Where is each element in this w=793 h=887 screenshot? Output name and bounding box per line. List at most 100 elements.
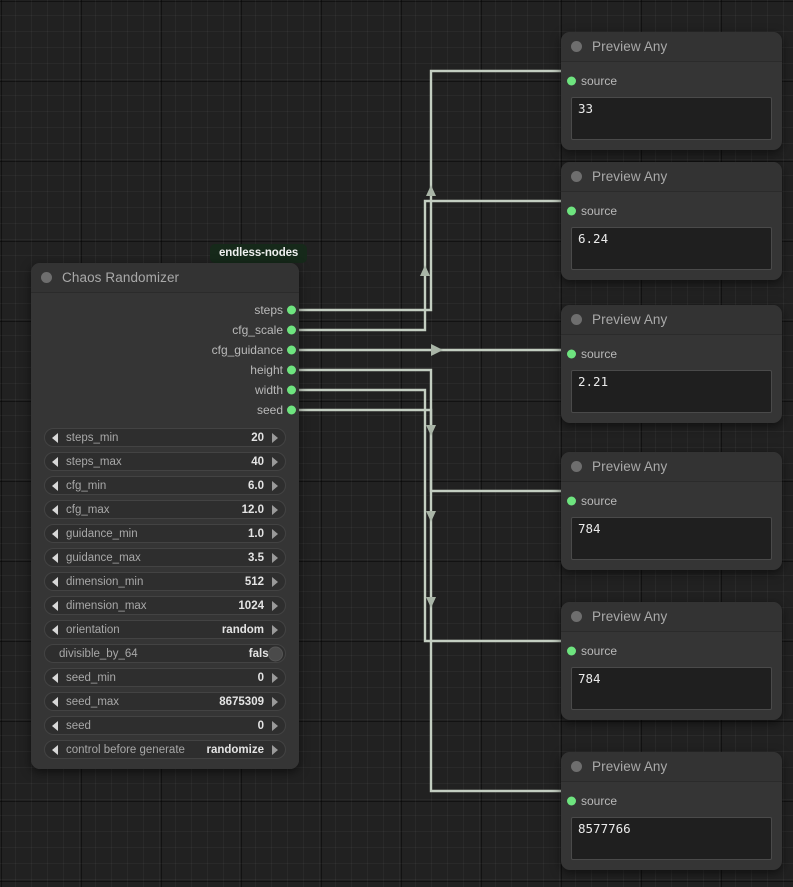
input-slot-source[interactable]: source: [561, 344, 782, 364]
node-header[interactable]: Preview Any: [561, 162, 782, 192]
slot-dot-icon[interactable]: [567, 496, 576, 506]
output-slot-steps[interactable]: steps: [31, 300, 299, 320]
increment-arrow-icon[interactable]: [272, 432, 278, 443]
slot-dot-icon[interactable]: [567, 206, 576, 216]
input-slot-source[interactable]: source: [561, 491, 782, 511]
widget-steps-min[interactable]: steps_min 20: [44, 428, 286, 447]
decrement-arrow-icon[interactable]: [52, 528, 58, 539]
widget-value[interactable]: 1024: [238, 599, 264, 612]
widget-value[interactable]: 512: [244, 575, 264, 588]
increment-arrow-icon[interactable]: [272, 552, 278, 563]
widget-orientation[interactable]: orientation random: [44, 620, 286, 639]
widget-steps-max[interactable]: steps_max 40: [44, 452, 286, 471]
slot-dot-icon[interactable]: [287, 405, 296, 415]
input-slot-source[interactable]: source: [561, 71, 782, 91]
slot-dot-icon[interactable]: [287, 365, 296, 375]
node-header[interactable]: Preview Any: [561, 752, 782, 782]
slot-dot-icon[interactable]: [567, 76, 576, 86]
widget-dimension-max[interactable]: dimension_max 1024: [44, 596, 286, 615]
decrement-arrow-icon[interactable]: [52, 504, 58, 515]
widget-value[interactable]: 8675309: [219, 695, 264, 708]
increment-arrow-icon[interactable]: [272, 696, 278, 707]
decrement-arrow-icon[interactable]: [52, 672, 58, 683]
node-preview-any-1[interactable]: Preview Any source 33: [561, 32, 782, 150]
collapse-dot-icon[interactable]: [571, 461, 582, 472]
previous-option-arrow-icon[interactable]: [52, 744, 58, 755]
increment-arrow-icon[interactable]: [272, 480, 278, 491]
node-preview-any-5[interactable]: Preview Any source 784: [561, 602, 782, 720]
widget-cfg-min[interactable]: cfg_min 6.0: [44, 476, 286, 495]
decrement-arrow-icon[interactable]: [52, 576, 58, 587]
widget-cfg-max[interactable]: cfg_max 12.0: [44, 500, 286, 519]
increment-arrow-icon[interactable]: [272, 720, 278, 731]
node-preview-any-2[interactable]: Preview Any source 6.24: [561, 162, 782, 280]
increment-arrow-icon[interactable]: [272, 672, 278, 683]
input-slot-source[interactable]: source: [561, 791, 782, 811]
widget-control-before-generate[interactable]: control before generate randomize: [44, 740, 286, 759]
widget-value[interactable]: random: [221, 623, 264, 636]
collapse-dot-icon[interactable]: [571, 171, 582, 182]
widget-divisible-by-64[interactable]: divisible_by_64 false: [44, 644, 286, 663]
widget-value[interactable]: randomize: [206, 743, 264, 756]
increment-arrow-icon[interactable]: [272, 600, 278, 611]
increment-arrow-icon[interactable]: [272, 504, 278, 515]
output-slot-seed[interactable]: seed: [31, 400, 299, 420]
slot-dot-icon[interactable]: [287, 385, 296, 395]
slot-dot-icon[interactable]: [287, 325, 296, 335]
widget-value[interactable]: 0: [257, 719, 264, 732]
slot-dot-icon[interactable]: [287, 305, 296, 315]
node-preview-any-3[interactable]: Preview Any source 2.21: [561, 305, 782, 423]
node-header[interactable]: Preview Any: [561, 32, 782, 62]
widget-dimension-min[interactable]: dimension_min 512: [44, 572, 286, 591]
slot-dot-icon[interactable]: [287, 345, 296, 355]
node-header[interactable]: Preview Any: [561, 452, 782, 482]
decrement-arrow-icon[interactable]: [52, 600, 58, 611]
node-preview-any-4[interactable]: Preview Any source 784: [561, 452, 782, 570]
decrement-arrow-icon[interactable]: [52, 432, 58, 443]
collapse-dot-icon[interactable]: [571, 41, 582, 52]
decrement-arrow-icon[interactable]: [52, 480, 58, 491]
decrement-arrow-icon[interactable]: [52, 720, 58, 731]
next-option-arrow-icon[interactable]: [272, 624, 278, 635]
node-header[interactable]: Chaos Randomizer: [31, 263, 299, 293]
widget-value[interactable]: 20: [251, 431, 264, 444]
output-slot-height[interactable]: height: [31, 360, 299, 380]
node-preview-any-6[interactable]: Preview Any source 8577766: [561, 752, 782, 870]
widget-guidance-max[interactable]: guidance_max 3.5: [44, 548, 286, 567]
widget-seed-min[interactable]: seed_min 0: [44, 668, 286, 687]
widget-seed-max[interactable]: seed_max 8675309: [44, 692, 286, 711]
previous-option-arrow-icon[interactable]: [52, 624, 58, 635]
slot-dot-icon[interactable]: [567, 349, 576, 359]
node-header[interactable]: Preview Any: [561, 602, 782, 632]
node-header[interactable]: Preview Any: [561, 305, 782, 335]
output-slot-cfg-scale[interactable]: cfg_scale: [31, 320, 299, 340]
collapse-dot-icon[interactable]: [41, 272, 52, 283]
output-slot-cfg-guidance[interactable]: cfg_guidance: [31, 340, 299, 360]
decrement-arrow-icon[interactable]: [52, 696, 58, 707]
decrement-arrow-icon[interactable]: [52, 456, 58, 467]
collapse-dot-icon[interactable]: [571, 314, 582, 325]
widget-seed[interactable]: seed 0: [44, 716, 286, 735]
widget-value[interactable]: 0: [257, 671, 264, 684]
widget-value[interactable]: 6.0: [248, 479, 264, 492]
decrement-arrow-icon[interactable]: [52, 552, 58, 563]
slot-dot-icon[interactable]: [567, 796, 576, 806]
input-slot-source[interactable]: source: [561, 201, 782, 221]
collapse-dot-icon[interactable]: [571, 761, 582, 772]
widget-value[interactable]: 12.0: [241, 503, 264, 516]
increment-arrow-icon[interactable]: [272, 528, 278, 539]
output-slot-width[interactable]: width: [31, 380, 299, 400]
node-chaos-randomizer[interactable]: Chaos Randomizer steps cfg_scale cfg_gui…: [31, 263, 299, 769]
increment-arrow-icon[interactable]: [272, 456, 278, 467]
widget-guidance-min[interactable]: guidance_min 1.0: [44, 524, 286, 543]
input-slot-source[interactable]: source: [561, 641, 782, 661]
toggle-knob-icon[interactable]: [268, 646, 283, 661]
widget-value[interactable]: 3.5: [248, 551, 264, 564]
next-option-arrow-icon[interactable]: [272, 744, 278, 755]
increment-arrow-icon[interactable]: [272, 576, 278, 587]
widget-value[interactable]: 40: [251, 455, 264, 468]
widget-value[interactable]: 1.0: [248, 527, 264, 540]
collapse-dot-icon[interactable]: [571, 611, 582, 622]
slot-dot-icon[interactable]: [567, 646, 576, 656]
